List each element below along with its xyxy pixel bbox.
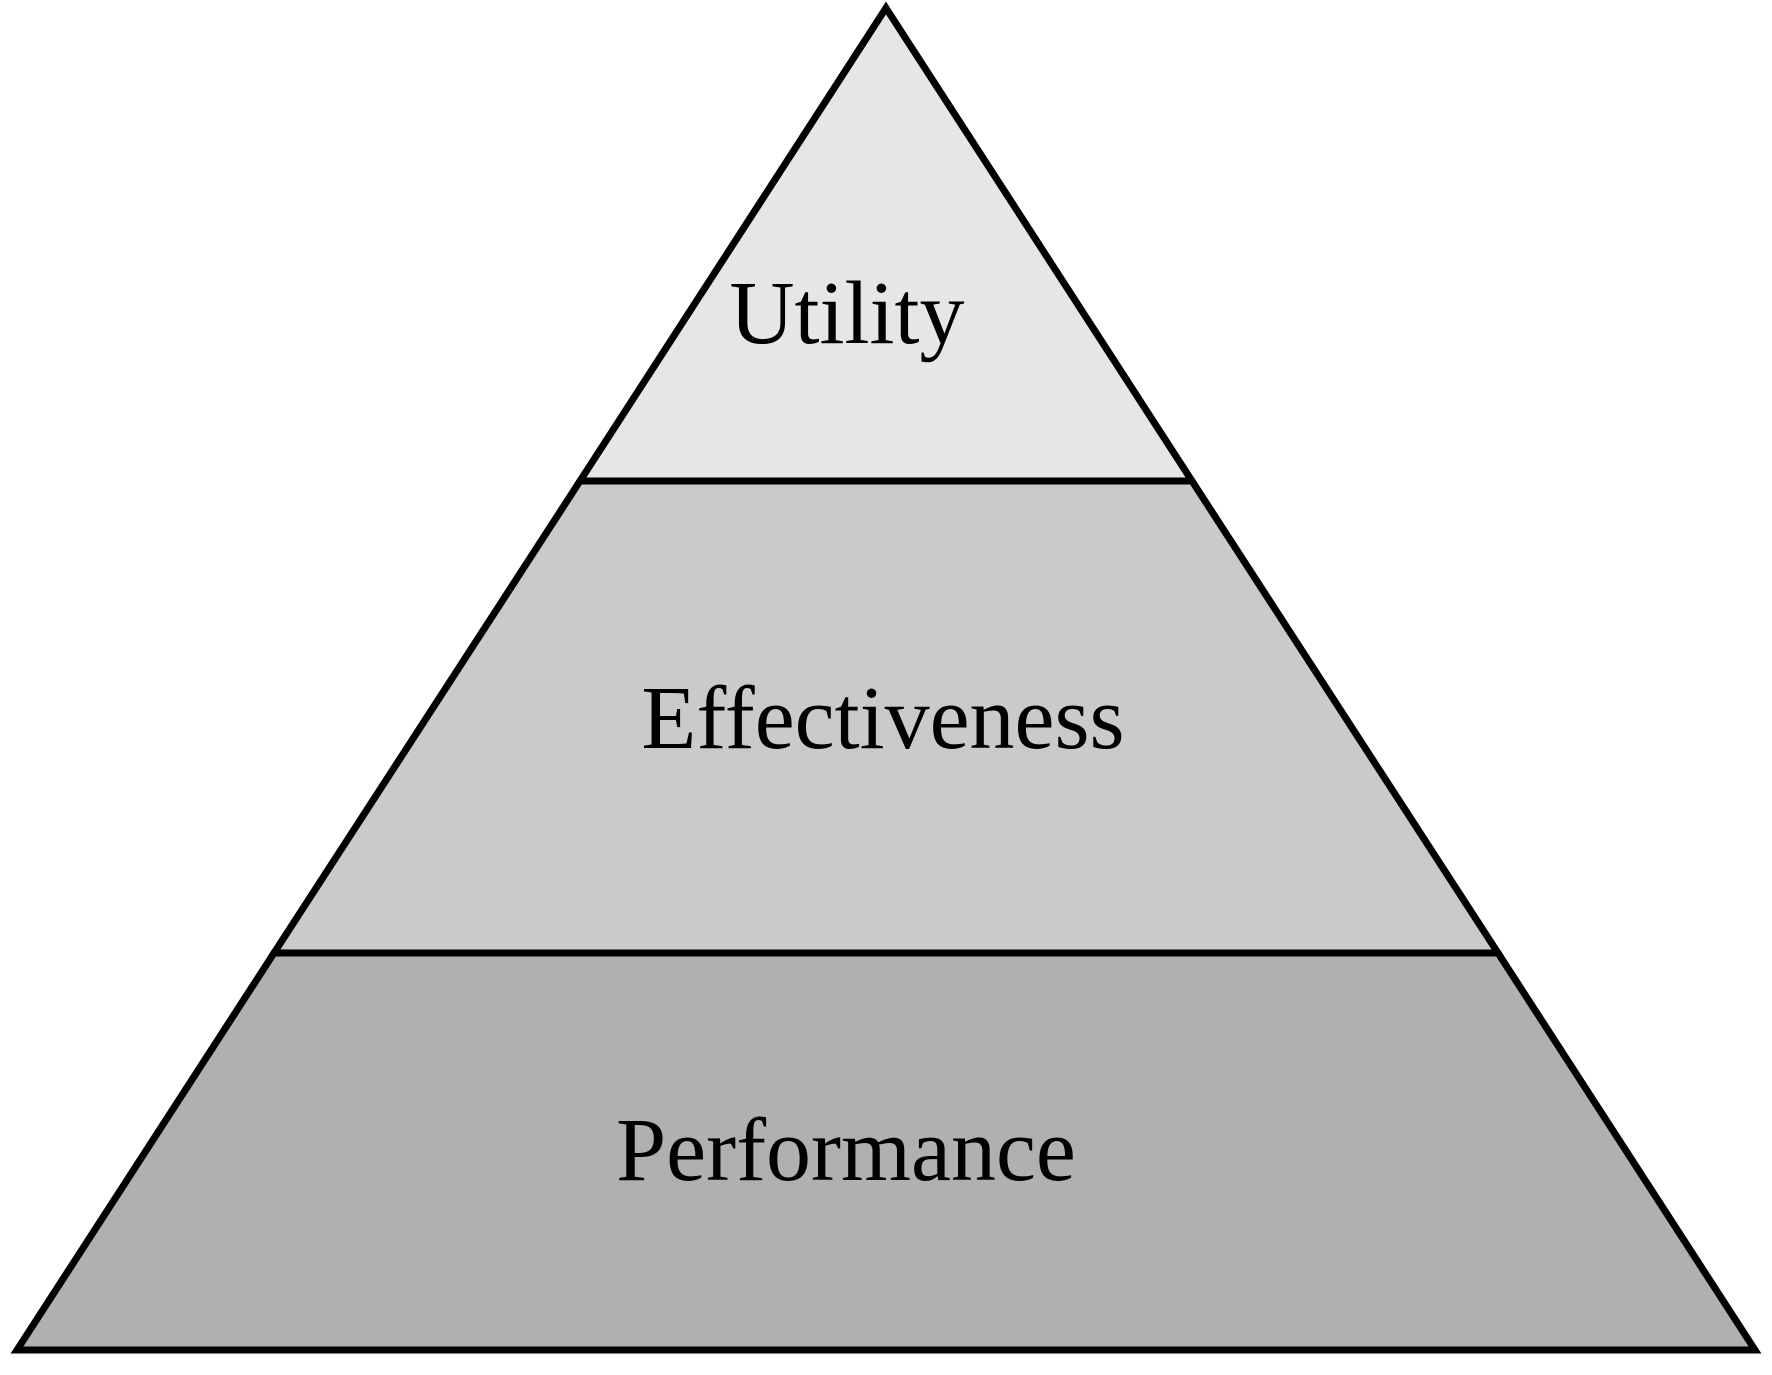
pyramid-level-utility — [573, 1, 1199, 485]
pyramid-label-utility: Utility — [729, 264, 964, 363]
pyramid-label-performance: Performance — [616, 1101, 1076, 1200]
pyramid-label-effectiveness: Effectiveness — [641, 669, 1124, 768]
pyramid-level-performance — [10, 949, 1762, 1354]
